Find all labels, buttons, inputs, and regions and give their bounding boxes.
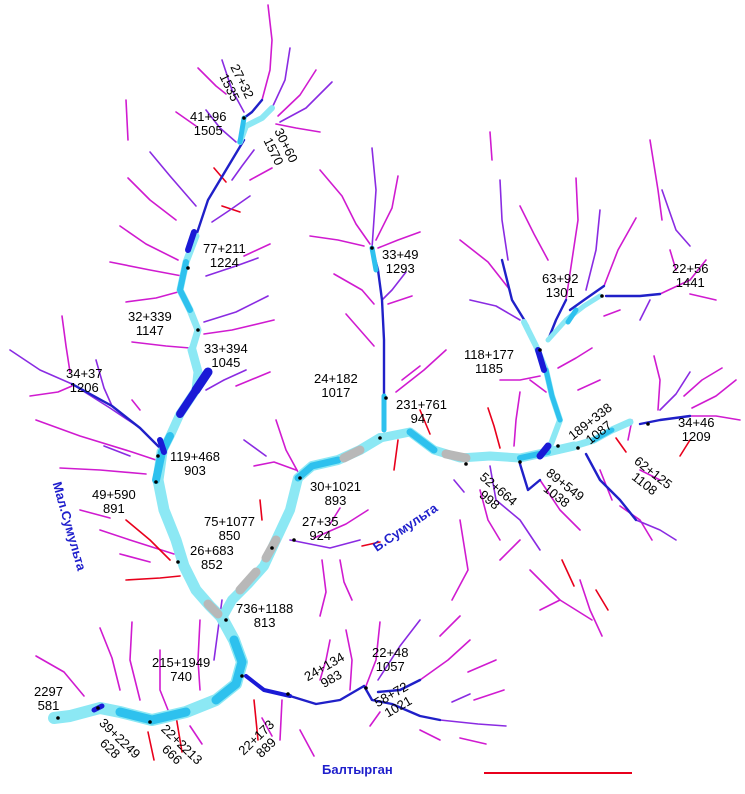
label-119-468: 119+468 903 <box>170 450 220 478</box>
label-33-394: 33+394 1045 <box>204 342 248 370</box>
label-top: 33+394 <box>204 341 248 356</box>
label-bottom: 1301 <box>545 285 575 300</box>
label-top: 26+683 <box>190 543 234 558</box>
label-34-37: 34+37 1206 <box>66 367 103 395</box>
label-77-211: 77+211 1224 <box>203 242 246 270</box>
label-bottom: 947 <box>410 411 433 426</box>
label-bottom: 740 <box>170 669 192 684</box>
label-2297: 2297 581 <box>34 685 63 713</box>
river-name-baltyrgan: Балтырган <box>322 762 393 777</box>
label-736-1188: 736+1188 813 <box>236 602 293 630</box>
label-bottom: 1293 <box>385 261 415 276</box>
label-75-1077: 75+1077 850 <box>204 515 255 543</box>
label-bottom: 891 <box>103 501 125 516</box>
label-bottom: 1505 <box>193 123 223 138</box>
label-231-761: 231+761 947 <box>396 398 447 426</box>
label-22-56: 22+56 1441 <box>672 262 709 290</box>
label-30-1021: 30+1021 893 <box>310 480 361 508</box>
label-bottom: 1441 <box>675 275 705 290</box>
label-bottom: 852 <box>201 557 223 572</box>
label-bottom: 1045 <box>211 355 241 370</box>
junction-dots <box>56 116 650 724</box>
label-top: 30+1021 <box>310 479 361 494</box>
label-bottom: 924 <box>309 528 332 543</box>
label-33-49: 33+49 1293 <box>382 248 419 276</box>
label-bottom: 1017 <box>321 385 351 400</box>
label-top: 118+177 <box>464 347 515 362</box>
label-bottom: 1057 <box>375 659 405 674</box>
label-bottom: 850 <box>218 528 241 543</box>
label-top: 77+211 <box>203 241 246 256</box>
secondary-streams <box>70 98 692 722</box>
label-bottom: 581 <box>37 698 60 713</box>
label-top: 24+182 <box>314 371 358 386</box>
label-top: 32+339 <box>128 309 172 324</box>
label-top: 736+1188 <box>236 601 294 616</box>
label-bottom: 1147 <box>135 323 164 338</box>
label-top: 49+590 <box>92 487 136 502</box>
label-24-182: 24+182 1017 <box>314 372 358 400</box>
label-top: 231+761 <box>396 397 447 412</box>
scale-bar <box>484 772 632 774</box>
label-41-96: 41+96 1505 <box>190 110 227 138</box>
label-top: 34+46 <box>678 415 715 430</box>
label-bottom: 893 <box>324 493 347 508</box>
label-22-48: 22+48 1057 <box>372 646 409 674</box>
main-river-channels <box>48 105 634 726</box>
label-top: 75+1077 <box>204 514 255 529</box>
minor-tributaries <box>9 4 741 761</box>
label-top: 215+1949 <box>152 655 211 670</box>
label-26-683: 26+683 852 <box>190 544 234 572</box>
label-top: 41+96 <box>190 109 227 124</box>
label-bottom: 813 <box>253 615 276 630</box>
label-27-35: 27+35 924 <box>302 515 339 543</box>
label-top: 34+37 <box>66 366 103 381</box>
label-top: 22+56 <box>672 261 709 276</box>
label-bottom: 903 <box>184 463 206 478</box>
label-bottom: 1209 <box>681 429 711 444</box>
label-bottom: 1206 <box>69 380 99 395</box>
river-segments-medium <box>115 115 615 725</box>
label-215-1949: 215+1949 740 <box>152 656 210 684</box>
label-top: 2297 <box>34 684 63 699</box>
label-118-177: 118+177 1185 <box>464 348 514 376</box>
label-63-92: 63+92 1301 <box>542 272 579 300</box>
label-top: 33+49 <box>382 247 419 262</box>
label-top: 119+468 <box>170 449 221 464</box>
label-top: 63+92 <box>542 271 579 286</box>
label-top: 22+48 <box>372 645 409 660</box>
label-49-590: 49+590 891 <box>92 488 136 516</box>
label-top: 27+35 <box>302 514 339 529</box>
label-34-46: 34+46 1209 <box>678 416 715 444</box>
label-bottom: 1224 <box>209 255 239 270</box>
label-bottom: 1185 <box>475 361 503 376</box>
label-32-339: 32+339 1147 <box>128 310 172 338</box>
